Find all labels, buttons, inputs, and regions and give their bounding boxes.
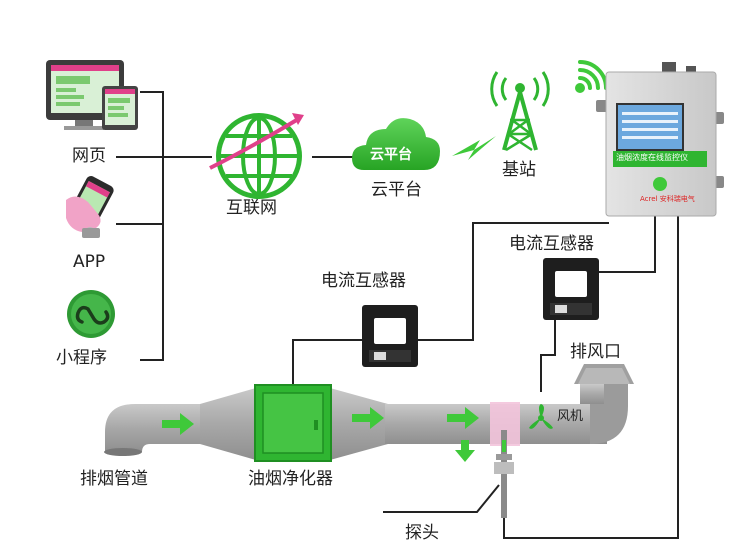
app-phone-icon [66, 175, 114, 238]
webpage-label: 网页 [72, 146, 106, 166]
connector-lines [116, 91, 679, 539]
wireless-link-icon [452, 136, 496, 160]
current-transformer-left [362, 305, 418, 367]
monitor-brand: Acrel 安科瑞电气 [640, 195, 695, 203]
purifier-label: 油烟净化器 [248, 469, 333, 489]
miniprogram-label: 小程序 [56, 348, 107, 368]
oil-fume-monitor-device [596, 62, 724, 217]
outlet-label: 排风口 [570, 342, 621, 362]
base-station-label: 基站 [502, 160, 536, 180]
fan-icon [529, 404, 553, 429]
current-transformer-right [543, 258, 599, 320]
base-station-tower-icon [490, 71, 550, 152]
probe-sensor [494, 430, 514, 518]
wifi-signal-icon [575, 60, 608, 93]
fan-label: 风机 [557, 409, 584, 424]
oil-fume-purifier [254, 384, 332, 462]
webpage-icon [46, 60, 138, 130]
monitor-screen-title: 油烟浓度在线监控仪 [616, 153, 688, 162]
duct-label: 排烟管道 [80, 469, 148, 489]
cloud-platform-label: 云平台 [371, 180, 422, 200]
exhaust-duct [104, 364, 634, 460]
ct-left-label: 电流互感器 [321, 271, 406, 291]
probe-label: 探头 [405, 523, 439, 543]
cloud-platform-icon [352, 118, 440, 170]
cloud-badge-text: 云平台 [370, 147, 412, 163]
app-label: APP [73, 252, 106, 272]
internet-globe-icon [209, 113, 304, 199]
miniprogram-icon [67, 290, 115, 338]
internet-label: 互联网 [226, 198, 277, 218]
flow-arrows [162, 407, 479, 462]
ct-right-label: 电流互感器 [509, 234, 594, 254]
